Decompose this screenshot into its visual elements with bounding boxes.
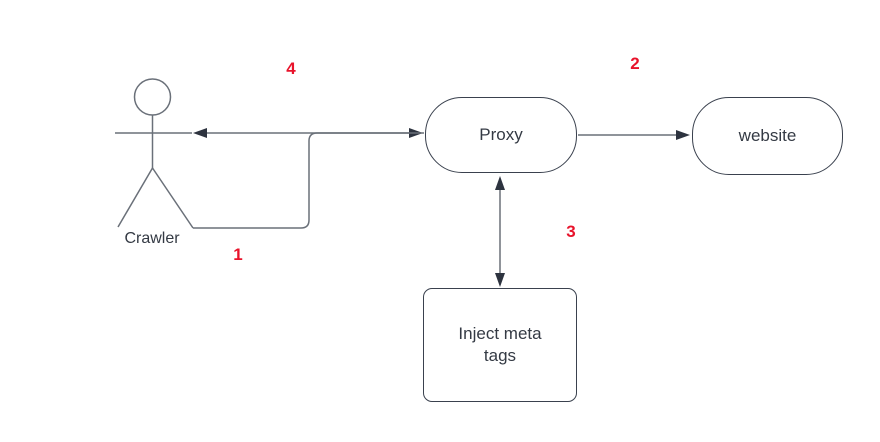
step-label-2: 2 (630, 54, 640, 73)
website-label: website (738, 126, 797, 145)
arrowhead-into-website-icon (676, 130, 690, 140)
arrowhead-into-crawler-icon (193, 128, 207, 138)
step-label-3: 3 (566, 222, 576, 241)
edge-crawler-to-proxy (193, 128, 423, 229)
arrowhead-down-into-inject-icon (495, 273, 505, 287)
website-node: website (692, 97, 843, 175)
step-label-4: 4 (286, 59, 296, 78)
crawler-stick-figure-icon (115, 78, 194, 229)
crawler-head (133, 78, 172, 116)
proxy-node: Proxy (425, 97, 577, 173)
crawler-right-leg (151, 167, 194, 229)
proxy-label: Proxy (479, 125, 523, 144)
crawler-label: Crawler (124, 230, 180, 247)
edge-proxy-to-website (578, 130, 690, 140)
inject-meta-tags-node: Inject meta tags (423, 288, 577, 402)
crawler-left-leg (117, 167, 154, 228)
edge-proxy-to-crawler (193, 128, 424, 138)
arrowhead-up-into-proxy-icon (495, 176, 505, 190)
inject-meta-tags-label: Inject meta tags (458, 324, 542, 365)
step-label-1: 1 (233, 245, 243, 264)
edge-proxy-inject-bidirectional (495, 176, 505, 287)
